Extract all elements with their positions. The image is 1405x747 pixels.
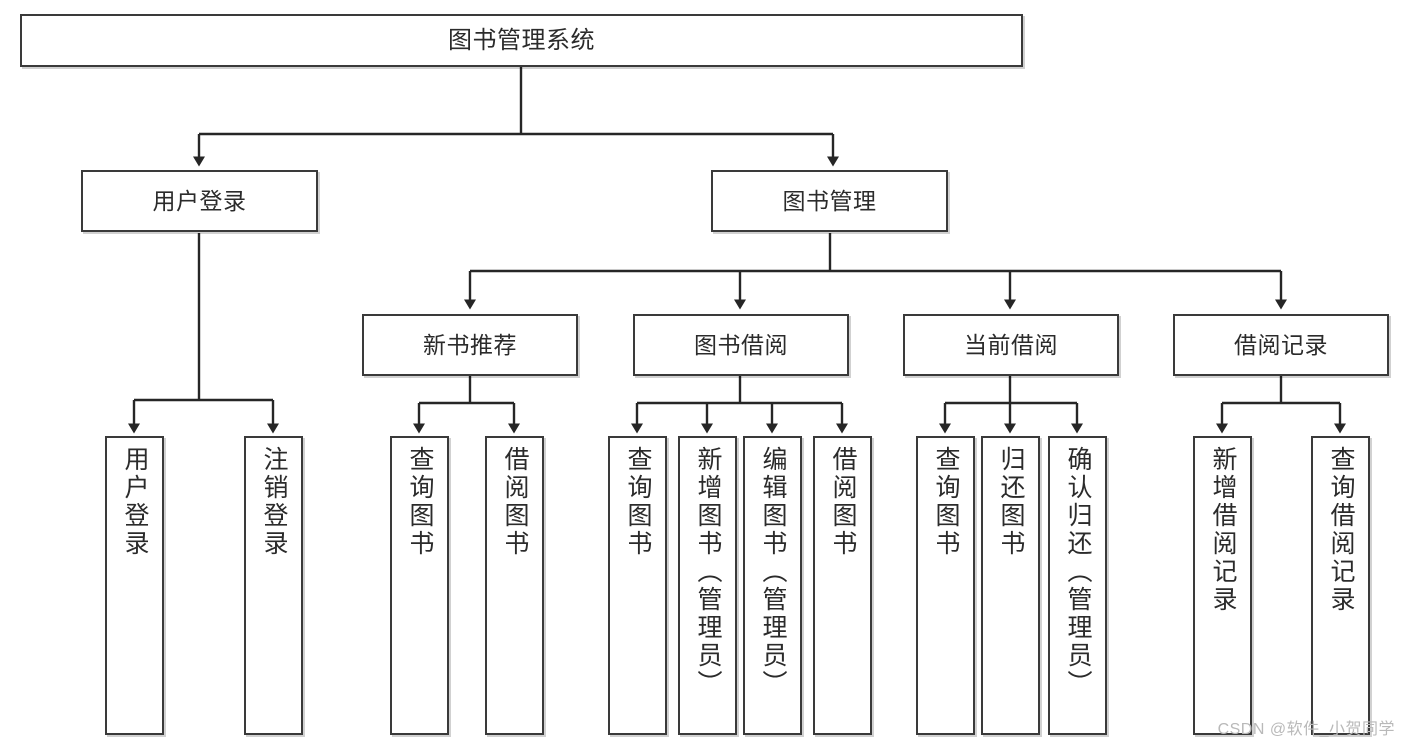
node-new-book-recommend-label: 新书推荐: [423, 331, 517, 358]
leaf-confirm-return[interactable]: 确认归还（管理员）: [1048, 436, 1107, 735]
leaf-query-books-1[interactable]: 查询图书: [390, 436, 449, 735]
leaf-edit-book-label: 编辑图书（管理员）: [759, 446, 787, 698]
node-user-login[interactable]: 用户登录: [81, 170, 318, 232]
leaf-query-books-2-label: 查询图书: [624, 446, 652, 558]
node-current-borrow[interactable]: 当前借阅: [903, 314, 1119, 376]
leaf-borrow-books-2-label: 借阅图书: [829, 446, 857, 558]
leaf-query-books-3[interactable]: 查询图书: [916, 436, 975, 735]
leaf-return-book-label: 归还图书: [997, 446, 1025, 558]
leaf-add-book-label: 新增图书（管理员）: [694, 446, 722, 698]
leaf-return-book[interactable]: 归还图书: [981, 436, 1040, 735]
node-new-book-recommend[interactable]: 新书推荐: [362, 314, 578, 376]
node-book-borrow-label: 图书借阅: [694, 331, 788, 358]
node-current-borrow-label: 当前借阅: [964, 331, 1058, 358]
leaf-borrow-books-1-label: 借阅图书: [501, 446, 529, 558]
node-borrow-record-label: 借阅记录: [1234, 331, 1328, 358]
leaf-edit-book[interactable]: 编辑图书（管理员）: [743, 436, 802, 735]
leaf-add-book[interactable]: 新增图书（管理员）: [678, 436, 737, 735]
leaf-confirm-return-label: 确认归还（管理员）: [1064, 446, 1092, 698]
node-book-management-label: 图书管理: [782, 187, 877, 214]
leaf-borrow-books-1[interactable]: 借阅图书: [485, 436, 544, 735]
leaf-add-record-label: 新增借阅记录: [1209, 446, 1237, 614]
leaf-add-record[interactable]: 新增借阅记录: [1193, 436, 1252, 735]
leaf-query-books-2[interactable]: 查询图书: [608, 436, 667, 735]
leaf-query-books-1-label: 查询图书: [406, 446, 434, 558]
leaf-query-books-3-label: 查询图书: [932, 446, 960, 558]
node-book-borrow[interactable]: 图书借阅: [633, 314, 849, 376]
node-borrow-record[interactable]: 借阅记录: [1173, 314, 1389, 376]
leaf-user-login[interactable]: 用户登录: [105, 436, 164, 735]
node-book-management[interactable]: 图书管理: [711, 170, 948, 232]
node-user-login-label: 用户登录: [152, 187, 247, 214]
node-root[interactable]: 图书管理系统: [20, 14, 1023, 67]
leaf-query-record[interactable]: 查询借阅记录: [1311, 436, 1370, 735]
watermark: CSDN @软件_小贺同学: [1217, 721, 1395, 738]
leaf-user-login-label: 用户登录: [121, 446, 149, 558]
leaf-logout[interactable]: 注销登录: [244, 436, 303, 735]
node-root-label: 图书管理系统: [448, 26, 595, 54]
leaf-borrow-books-2[interactable]: 借阅图书: [813, 436, 872, 735]
leaf-query-record-label: 查询借阅记录: [1327, 446, 1355, 614]
leaf-logout-label: 注销登录: [260, 446, 288, 558]
